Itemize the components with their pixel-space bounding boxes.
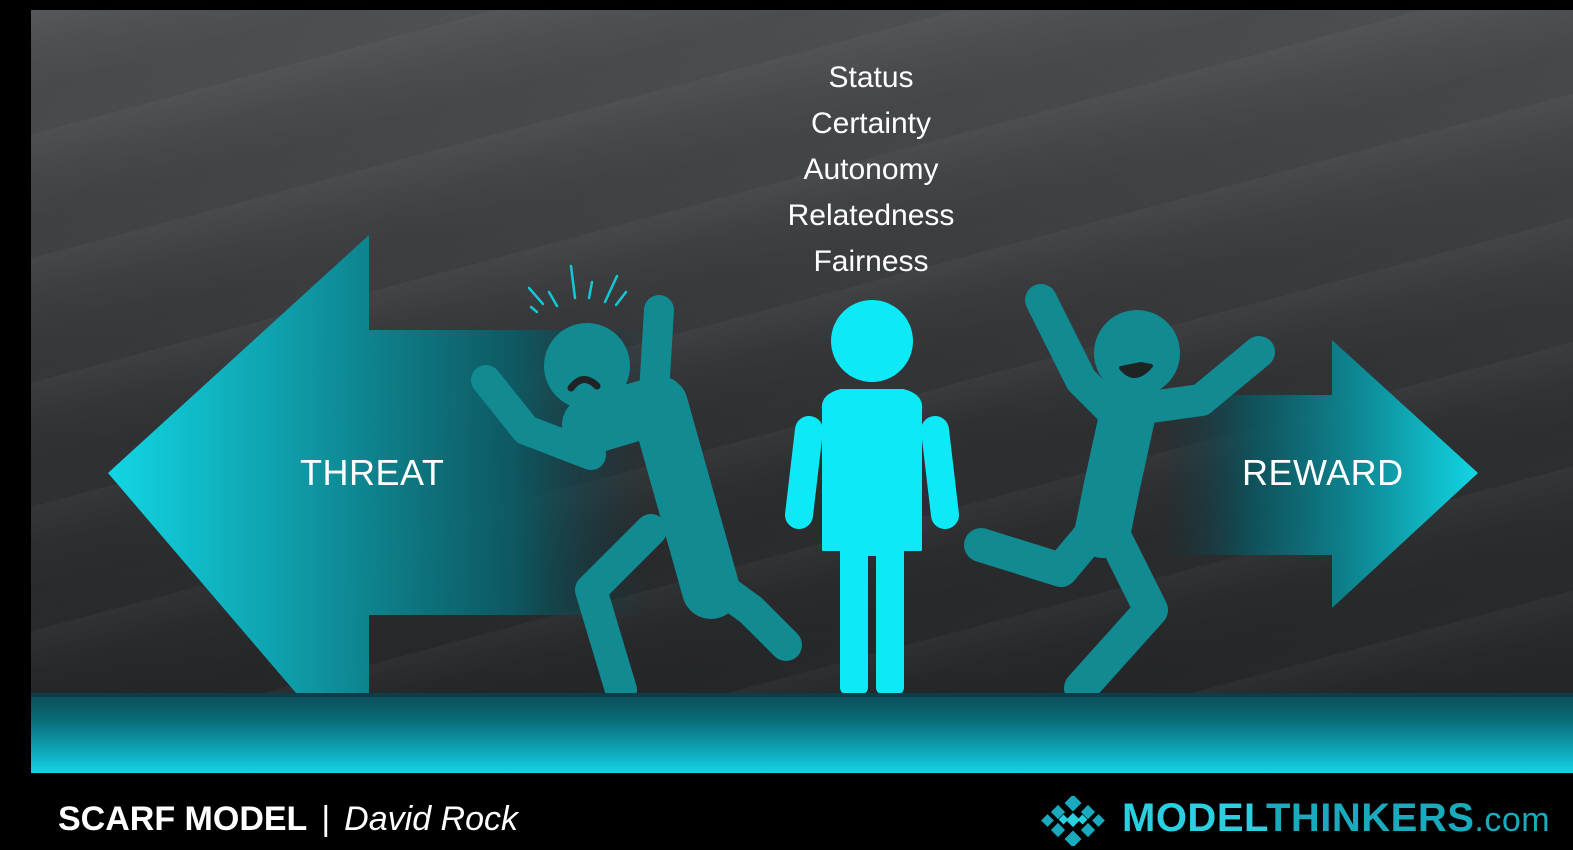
standing-person-icon [785,300,959,694]
scarf-item-relatedness: Relatedness [787,199,955,232]
diagram-art [108,235,1478,706]
scarf-item-fairness: Fairness [813,245,929,278]
brand-wordmark: MODELTHINKERS.com [1122,796,1550,841]
brand-logo: MODELTHINKERS.com [1040,796,1573,846]
ground-edge [31,693,1573,697]
brand-part-tld: .com [1474,801,1551,839]
author-name: David Rock [344,800,519,838]
happy-figure-icon [964,284,1275,705]
modelthinkers-logo-icon [1041,796,1105,846]
brand-part-model: MODEL [1122,796,1266,840]
diagram-canvas: Status Certainty Autonomy Relatedness Fa… [31,10,1573,773]
scarf-dimensions-list: Status Certainty Autonomy Relatedness Fa… [771,55,971,285]
reward-arrow-icon [1161,340,1478,608]
scarf-item-status: Status [828,61,914,94]
brand-part-thinkers: THINKERS [1265,796,1475,840]
model-name: SCARF MODEL [58,800,308,838]
scarf-item-autonomy: Autonomy [803,153,939,186]
footer-title: SCARF MODEL | David Rock [58,800,518,840]
reward-label: REWARD [1242,452,1404,493]
scarf-item-certainty: Certainty [810,107,932,140]
threat-arrow-icon [108,235,651,693]
title-separator: | [321,800,331,838]
ground-bar [31,693,1573,773]
stressed-figure-icon [471,264,802,706]
threat-label: THREAT [300,452,445,493]
